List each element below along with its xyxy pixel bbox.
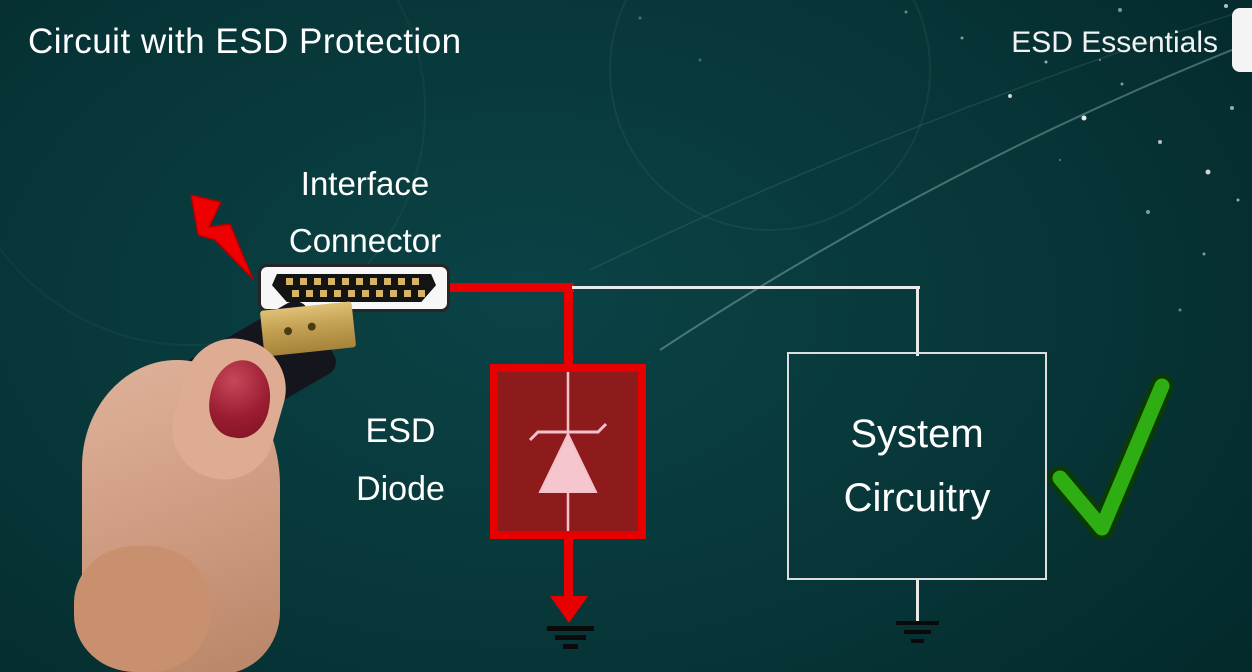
signal-wire-white-horizontal [572, 286, 920, 289]
interface-connector-label-line1: Interface [300, 165, 430, 202]
system-circuitry-box: System Circuitry [787, 352, 1047, 580]
hdmi-shell-hole [307, 322, 317, 331]
interface-connector-label: Interface Connector [235, 155, 495, 269]
ground-icon [547, 626, 594, 631]
ground-icon [896, 621, 939, 625]
brand-text: ESD Essentials [1011, 26, 1218, 59]
painted-nail [204, 355, 276, 443]
hand-photo [60, 295, 360, 672]
hand-palm [82, 360, 280, 672]
hand-finger [74, 546, 210, 672]
ground-wire-red [564, 534, 573, 598]
hdmi-pins [292, 290, 428, 297]
esd-diode-box [490, 364, 646, 539]
ground-icon [904, 630, 931, 634]
page-title: Circuit with ESD Protection [28, 22, 462, 61]
interface-connector-label-line2: Connector [288, 222, 442, 259]
hdmi-pins [286, 278, 422, 285]
signal-wire-red-vertical [564, 283, 573, 373]
ground-wire-white [916, 579, 919, 621]
lightning-bolt-icon [190, 194, 254, 280]
signal-wire-white-vertical [916, 286, 919, 356]
ground-arrow-icon [550, 596, 588, 623]
hdmi-connector [258, 264, 450, 312]
hand-thumb [160, 326, 298, 492]
ground-icon [555, 635, 586, 640]
signal-wire-red-horizontal [444, 283, 574, 292]
esd-diode-label-line2: Diode [356, 470, 445, 508]
esd-diode-label: ESD Diode [318, 402, 483, 518]
zener-diode-icon [528, 372, 608, 531]
system-circuitry-label-line1: System [850, 412, 984, 456]
hdmi-port [272, 274, 436, 302]
ground-icon [911, 639, 924, 643]
brand-logo [1232, 8, 1252, 72]
system-circuitry-label-line2: Circuitry [843, 476, 991, 520]
esd-diode-label-line1: ESD [365, 412, 436, 450]
hdmi-cable [177, 295, 341, 439]
hdmi-shell-hole [283, 326, 293, 336]
ground-icon [563, 644, 578, 649]
checkmark-icon [1048, 374, 1174, 540]
